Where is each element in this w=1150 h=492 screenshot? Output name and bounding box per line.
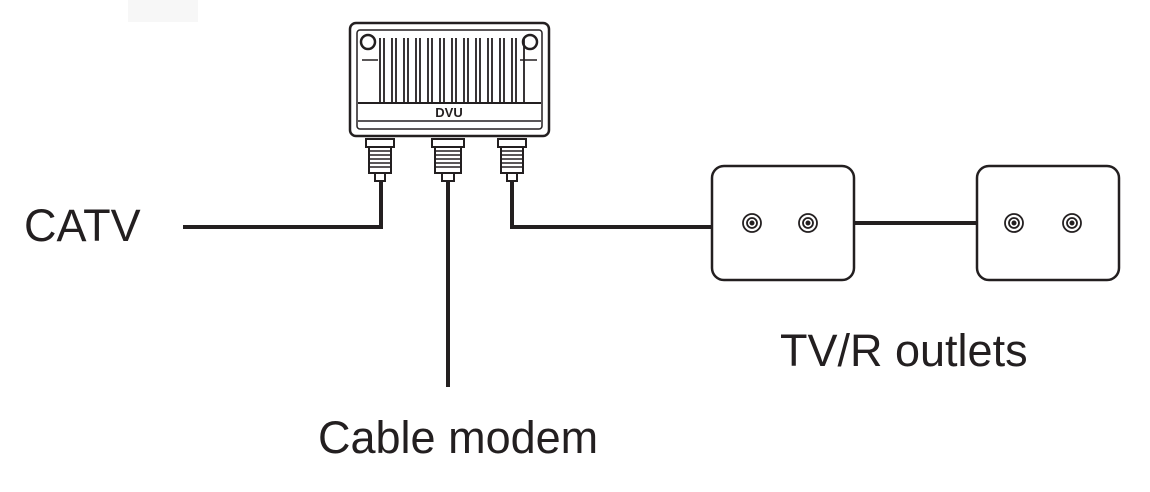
outlets-label: TV/R outlets <box>780 325 1028 376</box>
mount-hole-right <box>521 33 539 51</box>
dvu-label: DVU <box>435 105 462 120</box>
outlet-1-plate <box>710 164 856 282</box>
mount-hole-left <box>359 33 377 51</box>
catv-label: CATV <box>24 200 141 251</box>
cable-catv <box>183 181 383 229</box>
corner-shade <box>128 0 198 22</box>
outlet-2-plate <box>975 164 1121 282</box>
dvu-body <box>348 21 551 138</box>
connector-middle <box>431 138 465 182</box>
cooling-fins <box>379 38 525 103</box>
cable-outlets <box>510 181 713 229</box>
outlet-2-socket-right <box>1062 213 1082 233</box>
dvu-inner-frame <box>356 29 543 130</box>
connector-left <box>365 138 395 182</box>
outlet-1 <box>710 164 856 282</box>
outlet-2-socket-left <box>1004 213 1024 233</box>
cable-modem-label: Cable modem <box>318 412 598 463</box>
outlet-1-socket-right <box>798 213 818 233</box>
outlet-1-socket-left <box>742 213 762 233</box>
outlet-2 <box>975 164 1121 282</box>
connector-right <box>497 138 527 182</box>
dvu-splitter <box>348 21 551 138</box>
